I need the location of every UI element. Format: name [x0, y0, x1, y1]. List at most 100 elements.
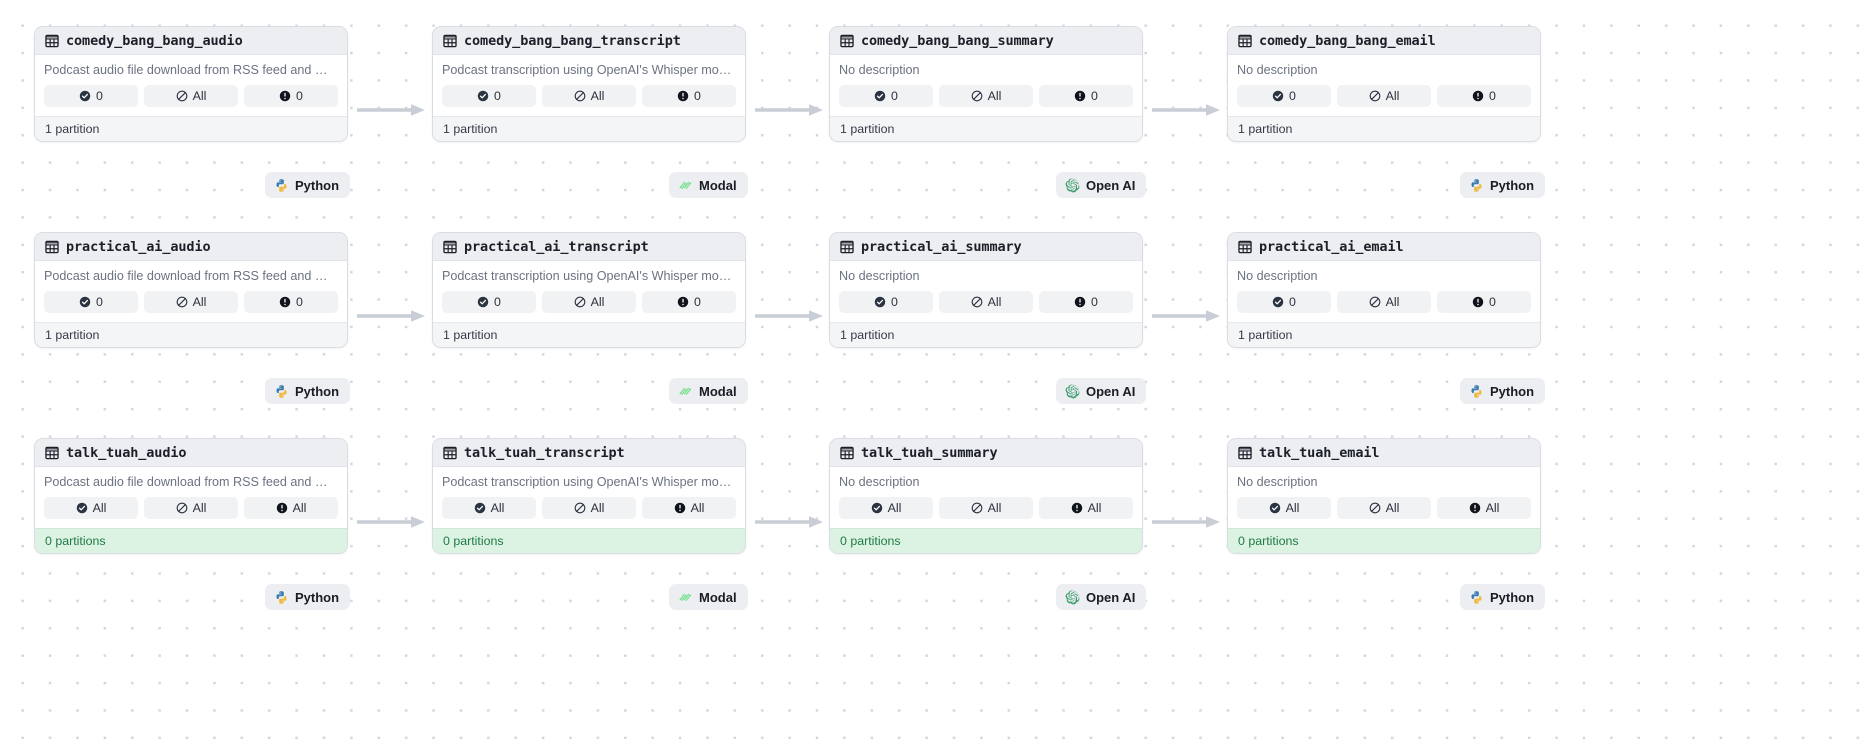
- status-badge[interactable]: 0: [839, 291, 933, 313]
- status-badge[interactable]: All: [939, 85, 1033, 107]
- partition-footer[interactable]: 1 partition: [830, 116, 1142, 141]
- status-badge[interactable]: 0: [642, 85, 736, 107]
- status-badge[interactable]: All: [44, 497, 138, 519]
- status-badge[interactable]: 0: [442, 291, 536, 313]
- status-badge[interactable]: 0: [1237, 85, 1331, 107]
- asset-card-header[interactable]: talk_tuah_audio: [35, 439, 347, 467]
- status-badge[interactable]: 0: [642, 291, 736, 313]
- status-badge[interactable]: All: [1337, 85, 1431, 107]
- status-badge[interactable]: All: [1337, 291, 1431, 313]
- status-badge[interactable]: All: [1337, 497, 1431, 519]
- partition-footer[interactable]: 0 partitions: [830, 528, 1142, 553]
- asset-card-header[interactable]: practical_ai_summary: [830, 233, 1142, 261]
- status-badge[interactable]: All: [1237, 497, 1331, 519]
- status-badge[interactable]: All: [542, 291, 636, 313]
- table-icon: [1238, 446, 1252, 460]
- status-badge[interactable]: All: [642, 497, 736, 519]
- tech-tag[interactable]: Python: [1460, 584, 1546, 610]
- status-badge[interactable]: 0: [44, 85, 138, 107]
- tech-tag[interactable]: Python: [265, 172, 351, 198]
- status-badge[interactable]: 0: [1437, 291, 1531, 313]
- tech-tag-label: Modal: [699, 383, 737, 399]
- status-badge[interactable]: 0: [1437, 85, 1531, 107]
- partition-footer[interactable]: 1 partition: [35, 322, 347, 347]
- asset-card-header[interactable]: comedy_bang_bang_summary: [830, 27, 1142, 55]
- tech-tag[interactable]: Modal: [669, 584, 748, 610]
- status-badge[interactable]: All: [839, 497, 933, 519]
- partition-footer[interactable]: 1 partition: [35, 116, 347, 141]
- status-badge[interactable]: All: [144, 85, 238, 107]
- asset-card-header[interactable]: talk_tuah_transcript: [433, 439, 745, 467]
- slash-circle-icon: [176, 90, 188, 102]
- asset-description: Podcast audio file download from RSS fee…: [44, 63, 328, 77]
- partition-footer[interactable]: 0 partitions: [1228, 528, 1540, 553]
- status-badge-value: 0: [1489, 89, 1496, 103]
- asset-card-header[interactable]: talk_tuah_summary: [830, 439, 1142, 467]
- tech-tag[interactable]: Modal: [669, 172, 748, 198]
- asset-card-header[interactable]: talk_tuah_email: [1228, 439, 1540, 467]
- arrow-right-icon: [1152, 310, 1224, 322]
- tech-tag[interactable]: Python: [265, 378, 351, 404]
- status-badge[interactable]: All: [939, 291, 1033, 313]
- status-badge[interactable]: 0: [1039, 291, 1133, 313]
- tech-tag[interactable]: Python: [1460, 378, 1546, 404]
- tech-tag[interactable]: Modal: [669, 378, 748, 404]
- tech-tag[interactable]: Open AI: [1056, 584, 1147, 610]
- status-badge[interactable]: All: [442, 497, 536, 519]
- tech-tag[interactable]: Open AI: [1056, 172, 1147, 198]
- tech-tag[interactable]: Open AI: [1056, 378, 1147, 404]
- status-badge[interactable]: 0: [839, 85, 933, 107]
- exclamation-circle-icon: [1472, 296, 1484, 308]
- partition-footer[interactable]: 1 partition: [1228, 322, 1540, 347]
- partition-footer[interactable]: 0 partitions: [433, 528, 745, 553]
- status-badge[interactable]: 0: [244, 291, 338, 313]
- modal-logo-icon: [678, 590, 693, 605]
- partition-footer[interactable]: 1 partition: [830, 322, 1142, 347]
- asset-description: Podcast audio file download from RSS fee…: [44, 269, 328, 283]
- partition-footer[interactable]: 1 partition: [433, 116, 745, 141]
- asset-card-header[interactable]: practical_ai_audio: [35, 233, 347, 261]
- partition-footer[interactable]: 0 partitions: [35, 528, 347, 553]
- status-badge[interactable]: 0: [1039, 85, 1133, 107]
- status-badge[interactable]: All: [1437, 497, 1531, 519]
- status-badge[interactable]: 0: [44, 291, 138, 313]
- status-badge[interactable]: 0: [1237, 291, 1331, 313]
- status-badge-value: All: [1385, 295, 1400, 309]
- check-circle-icon: [76, 502, 88, 514]
- status-badge[interactable]: 0: [244, 85, 338, 107]
- asset-card-header[interactable]: comedy_bang_bang_email: [1228, 27, 1540, 55]
- status-badge[interactable]: All: [939, 497, 1033, 519]
- partition-count-label: 0 partitions: [840, 534, 901, 548]
- asset-card-header[interactable]: comedy_bang_bang_transcript: [433, 27, 745, 55]
- asset-card-header[interactable]: comedy_bang_bang_audio: [35, 27, 347, 55]
- status-badge[interactable]: All: [144, 291, 238, 313]
- status-badge[interactable]: All: [144, 497, 238, 519]
- tech-tag[interactable]: Python: [1460, 172, 1546, 198]
- status-badge[interactable]: All: [542, 497, 636, 519]
- asset-card-header[interactable]: practical_ai_transcript: [433, 233, 745, 261]
- status-badge-value: 0: [296, 295, 303, 309]
- asset-card-header[interactable]: practical_ai_email: [1228, 233, 1540, 261]
- partition-footer[interactable]: 1 partition: [433, 322, 745, 347]
- status-badge[interactable]: All: [244, 497, 338, 519]
- status-badge[interactable]: 0: [442, 85, 536, 107]
- status-badge[interactable]: All: [542, 85, 636, 107]
- tech-tag[interactable]: Python: [265, 584, 351, 610]
- status-badge[interactable]: All: [1039, 497, 1133, 519]
- partition-footer[interactable]: 1 partition: [1228, 116, 1540, 141]
- python-logo-icon: [1469, 590, 1484, 605]
